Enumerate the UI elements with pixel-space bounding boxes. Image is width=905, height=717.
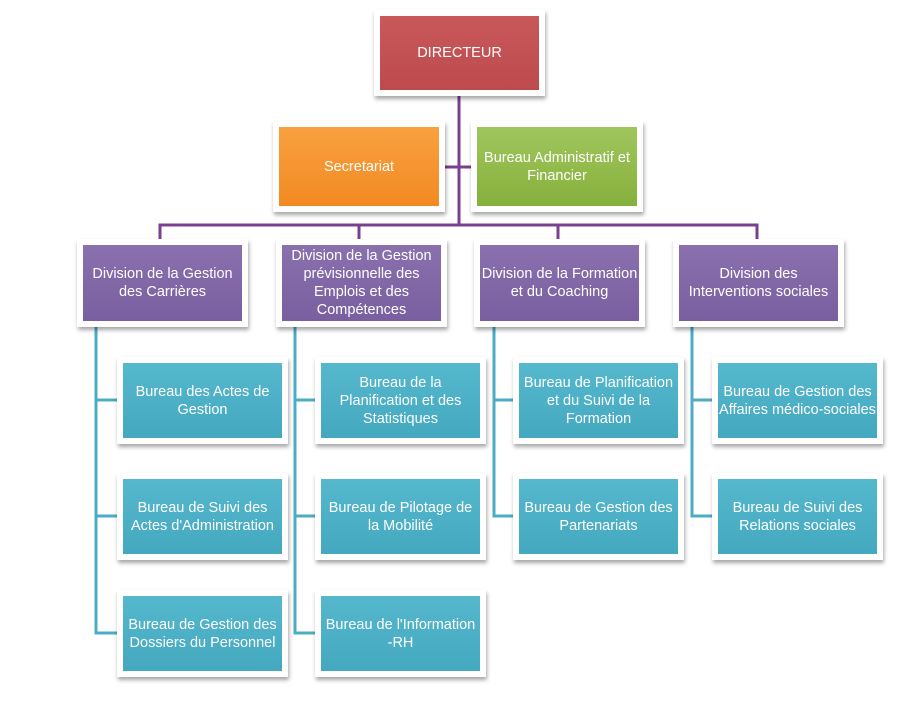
node-bureau-information-rh: Bureau de l'Information -RH	[315, 590, 486, 677]
node-bureau-planification-statistiques: Bureau de la Planification et des Statis…	[315, 357, 486, 444]
node-bureau-actes-gestion: Bureau des Actes de Gestion	[117, 357, 288, 444]
node-bureau-relations-sociales: Bureau de Suivi des Relations sociales	[712, 473, 883, 560]
node-division-interventions: Division des Interventions sociales	[673, 239, 844, 327]
node-bureau-partenariats: Bureau de Gestion des Partenariats	[513, 473, 684, 560]
node-secretariat: Secretariat	[273, 121, 445, 212]
node-bureau-affaires-medico-sociales: Bureau de Gestion des Affaires médico-so…	[712, 357, 883, 444]
node-directeur: DIRECTEUR	[374, 10, 545, 96]
node-bureau-label: Bureau de Gestion des Partenariats	[524, 499, 673, 534]
node-division-label: Division de la Gestion des Carrières	[92, 266, 233, 300]
node-bureau-planification-formation: Bureau de Planification et du Suivi de l…	[513, 357, 684, 444]
node-division-label: Division des Interventions sociales	[688, 266, 829, 300]
node-bureau-label: Bureau de l'Information -RH	[325, 616, 476, 651]
node-bureau-label: Bureau de Gestion des Dossiers du Person…	[128, 616, 277, 651]
node-bureau-label: Bureau de Suivi des Actes d'Administrati…	[131, 499, 274, 534]
node-bureau-dossiers-personnel: Bureau de Gestion des Dossiers du Person…	[117, 590, 288, 677]
node-bureau-suivi-actes: Bureau de Suivi des Actes d'Administrati…	[117, 473, 288, 560]
node-bureau-label: Bureau de Pilotage de la Mobilité	[328, 499, 473, 534]
node-bureau-label: Bureau de la Planification et des Statis…	[339, 374, 462, 427]
node-secretariat-label: Secretariat	[323, 158, 395, 175]
node-division-label: Division de la Gestion prévisionnelle de…	[291, 248, 432, 318]
node-division-formation: Division de la Formation et du Coaching	[474, 239, 645, 327]
node-bureau-pilotage-mobilite: Bureau de Pilotage de la Mobilité	[315, 473, 486, 560]
node-division-label: Division de la Formation et du Coaching	[481, 266, 638, 300]
node-division-gpec: Division de la Gestion prévisionnelle de…	[276, 239, 447, 327]
node-division-carrieres: Division de la Gestion des Carrières	[77, 239, 248, 327]
node-bureau-label: Bureau de Planification et du Suivi de l…	[523, 374, 674, 427]
node-directeur-label: DIRECTEUR	[417, 45, 502, 61]
node-bureau-administratif-label: Bureau Administratif et Financier	[484, 149, 630, 184]
node-bureau-label: Bureau des Actes de Gestion	[135, 383, 270, 418]
node-bureau-administratif: Bureau Administratif et Financier	[471, 121, 643, 212]
node-bureau-label: Bureau de Gestion des Affaires médico-so…	[719, 383, 876, 418]
node-bureau-label: Bureau de Suivi des Relations sociales	[732, 499, 863, 534]
